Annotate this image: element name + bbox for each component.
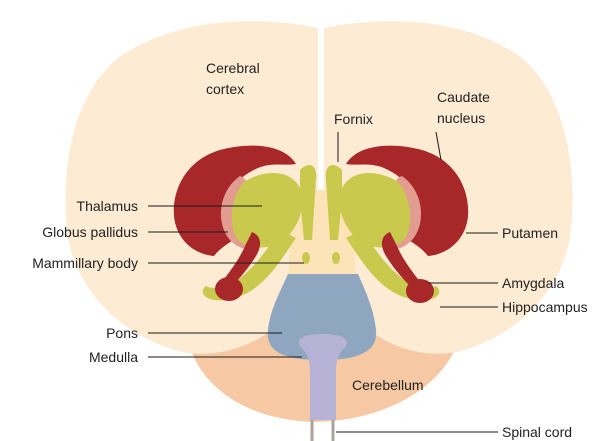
label-amygdala: Amygdala [502,275,564,291]
label-caudate-1: Caudate [437,89,490,105]
label-cerebral-cortex-1: Cerebral [206,60,260,76]
label-hippocampus: Hippocampus [502,299,588,315]
label-pons: Pons [106,325,138,341]
label-putamen: Putamen [502,225,558,241]
label-spinal-cord: Spinal cord [502,424,572,440]
label-medulla: Medulla [89,349,138,365]
left-mammillary-body [302,252,310,264]
label-fornix: Fornix [334,111,373,127]
left-amygdala [215,277,243,301]
right-mammillary-body [332,252,340,264]
label-caudate-2: nucleus [437,110,485,126]
label-mammillary-body: Mammillary body [32,255,138,271]
label-globus-pallidus: Globus pallidus [42,224,138,240]
label-cerebral-cortex-2: cortex [206,81,244,97]
label-cerebellum: Cerebellum [352,377,424,393]
label-thalamus: Thalamus [77,198,138,214]
